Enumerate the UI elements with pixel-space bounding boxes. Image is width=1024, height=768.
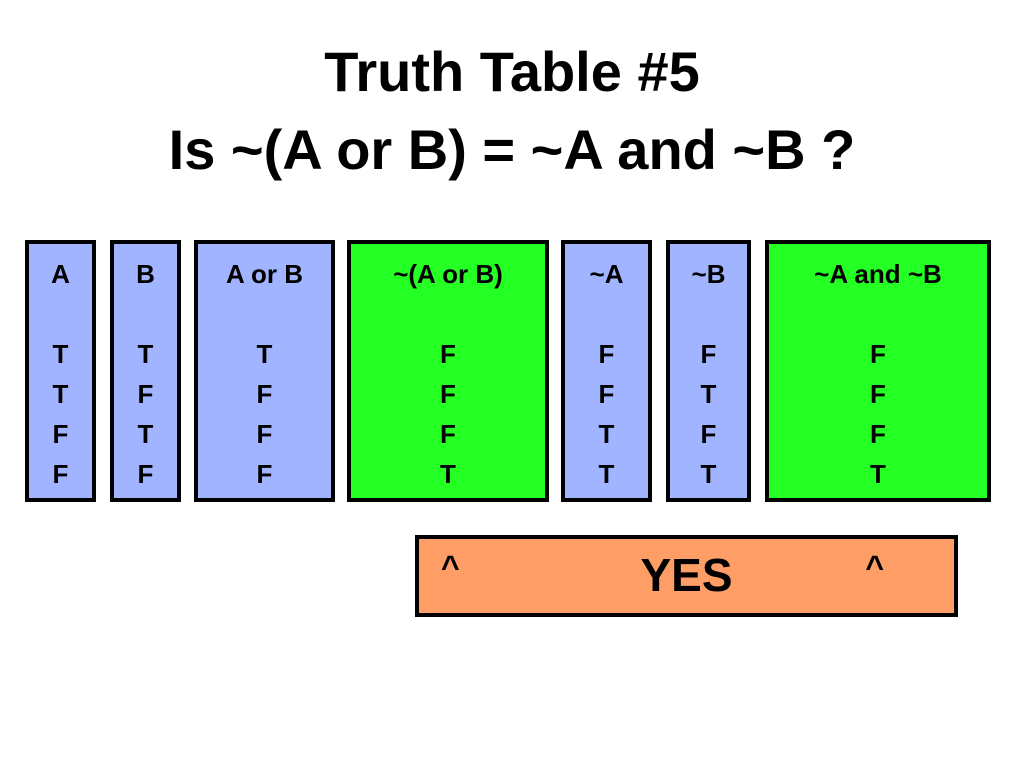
column-header: ~A and ~B xyxy=(814,259,942,289)
column-header: A or B xyxy=(225,259,304,289)
column-b: B T F T F xyxy=(110,240,181,502)
left-caret-marker: ^ xyxy=(441,549,460,585)
column-value: F xyxy=(440,339,456,369)
column-value: T xyxy=(137,339,154,369)
right-caret-marker: ^ xyxy=(865,549,884,585)
column-value: F xyxy=(52,459,69,489)
column-value: F xyxy=(440,419,456,449)
result-box: ^ YES ^ xyxy=(415,535,958,617)
column-value: T xyxy=(440,459,456,489)
column-value: T xyxy=(598,419,615,449)
column-not-a: ~A F F T T xyxy=(561,240,652,502)
column-value: F xyxy=(137,459,154,489)
column-header: ~B xyxy=(691,259,726,289)
column-value: F xyxy=(598,339,615,369)
column-a-or-b: A or B T F F F xyxy=(194,240,335,502)
column-value: F xyxy=(52,419,69,449)
column-value: T xyxy=(870,459,886,489)
column-value: F xyxy=(598,379,615,409)
column-value: F xyxy=(870,419,886,449)
column-not-a-or-b: ~(A or B) F F F T xyxy=(347,240,549,502)
column-a: A T T F F xyxy=(25,240,96,502)
column-value: F xyxy=(256,419,273,449)
column-value: T xyxy=(256,339,273,369)
column-not-a-and-not-b: ~A and ~B F F F T xyxy=(765,240,991,502)
column-value: F xyxy=(870,379,886,409)
column-value: F xyxy=(700,339,717,369)
column-value: F xyxy=(440,379,456,409)
column-value: T xyxy=(52,379,69,409)
column-value: F xyxy=(700,419,717,449)
column-value: T xyxy=(137,419,154,449)
column-value: F xyxy=(256,379,273,409)
column-header: B xyxy=(136,259,155,289)
column-value: T xyxy=(700,379,717,409)
column-value: T xyxy=(598,459,615,489)
column-not-b: ~B F T F T xyxy=(666,240,751,502)
column-value: T xyxy=(700,459,717,489)
column-value: F xyxy=(256,459,273,489)
column-header: A xyxy=(51,259,70,289)
column-value: T xyxy=(52,339,69,369)
column-value: F xyxy=(137,379,154,409)
title-line-1: Truth Table #5 xyxy=(324,40,700,103)
column-value: F xyxy=(870,339,886,369)
column-header: ~A xyxy=(589,259,624,289)
column-header: ~(A or B) xyxy=(393,259,503,289)
result-label: YES xyxy=(640,549,733,601)
title-line-2: Is ~(A or B) = ~A and ~B ? xyxy=(168,118,856,181)
